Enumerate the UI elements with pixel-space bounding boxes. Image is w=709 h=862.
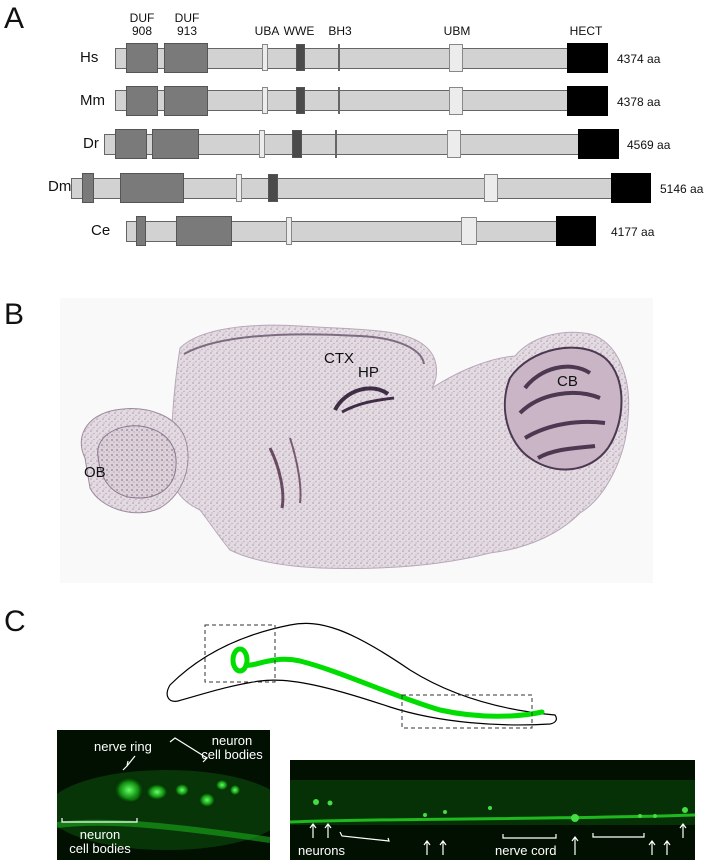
uba-domain <box>262 44 268 71</box>
protein-length: 5146 aa <box>660 182 704 196</box>
panel-letter-c: C <box>4 605 26 638</box>
label-duf908: DUF 908 <box>129 11 155 38</box>
protein-length: 4569 aa <box>627 138 671 152</box>
species-name: Hs <box>80 49 99 66</box>
cell-bodies-bracket-top <box>169 737 208 763</box>
duf908-domain <box>126 86 158 116</box>
neuron-arrow <box>663 840 671 855</box>
uba-domain <box>236 174 242 202</box>
nerve-cord-bracket <box>339 831 390 842</box>
region-label-hp: HP <box>358 364 379 381</box>
label-duf913: DUF 913 <box>174 11 200 38</box>
duf908-domain <box>115 129 147 159</box>
protein-length: 4378 aa <box>617 95 661 109</box>
head-fluorescence-image: nerve ring neuron cell bodies neuron cel… <box>57 730 270 860</box>
duf913-domain <box>176 216 232 246</box>
species-name: Mm <box>80 92 105 109</box>
wwe-domain <box>296 87 305 114</box>
duf908-domain <box>136 216 146 246</box>
hect-domain <box>611 173 651 203</box>
duf913-domain <box>164 86 208 116</box>
duf908-domain <box>126 43 158 73</box>
panel-letter-a: A <box>4 2 25 35</box>
neuron-arrow <box>679 823 687 838</box>
species-name: Dm <box>48 178 72 195</box>
nerve-ring-arrow-head <box>122 760 129 771</box>
ubm-domain <box>449 87 463 115</box>
worm-diagram <box>166 622 557 729</box>
label-neurons: neurons <box>298 843 345 858</box>
label-neuron-cell-bodies-bottom: neuron cell bodies <box>69 827 131 856</box>
neuron-arrow <box>439 840 447 855</box>
nerve-cord-bracket <box>502 834 557 839</box>
wwe-domain <box>268 174 278 202</box>
label-nerve-cord: nerve cord <box>495 843 557 858</box>
wwe-domain <box>296 44 305 71</box>
protein-length: 4177 aa <box>611 225 655 239</box>
brain-section-illustration <box>80 324 630 569</box>
cell-bodies-bracket-bottom <box>61 818 138 823</box>
worm-outline <box>166 622 557 726</box>
brain-section-image: CTX HP OB CB <box>60 298 653 583</box>
hect-domain <box>567 86 608 116</box>
label-uba: UBA <box>254 24 280 38</box>
panel-letter-b: B <box>4 298 25 331</box>
duf913-domain <box>152 129 199 159</box>
body-zoom-box <box>401 694 533 729</box>
label-wwe: WWE <box>283 24 315 38</box>
label-nerve-ring: nerve ring <box>94 739 152 754</box>
hect-domain <box>578 129 619 159</box>
protein-length: 4374 aa <box>617 52 661 66</box>
uba-domain <box>262 87 268 114</box>
body-annotation-marks <box>309 823 687 855</box>
bh3-domain <box>338 44 340 71</box>
nerve-ring-arrow <box>126 755 136 767</box>
neuron-arrow <box>324 823 332 838</box>
nerve-cord-bracket <box>592 833 645 838</box>
label-bh3: BH3 <box>328 24 352 38</box>
nerve-cord-mark <box>243 656 545 719</box>
species-name: Ce <box>91 222 111 239</box>
hect-domain <box>556 216 596 246</box>
duf913-domain <box>164 43 208 73</box>
region-label-cb: CB <box>557 373 578 390</box>
bh3-domain <box>335 130 337 158</box>
head-annotation-marks <box>61 737 208 823</box>
region-label-ctx: CTX <box>324 350 354 367</box>
body-fluorescence-image: neurons nerve cord <box>290 760 695 860</box>
nerve-ring-mark <box>230 646 250 674</box>
neuron-arrow <box>571 836 579 855</box>
wwe-domain <box>292 130 302 158</box>
duf913-domain <box>120 173 184 203</box>
neuron-arrow <box>309 823 317 838</box>
ubm-domain <box>449 44 463 72</box>
ubm-domain <box>447 130 461 158</box>
uba-domain <box>286 217 292 245</box>
duf908-domain <box>82 173 94 203</box>
region-label-ob: OB <box>84 464 106 481</box>
ubm-domain <box>484 174 498 202</box>
head-fluorescence-illustration <box>57 770 270 850</box>
neuron-arrow <box>648 840 656 855</box>
body-fluorescence-illustration <box>290 780 695 825</box>
ubm-domain <box>461 217 477 245</box>
neuron-arrow <box>423 840 431 855</box>
label-hect: HECT <box>569 24 603 38</box>
hect-domain <box>567 43 608 73</box>
head-zoom-box <box>204 624 276 683</box>
bh3-domain <box>338 87 340 114</box>
uba-domain <box>259 130 265 158</box>
label-ubm: UBM <box>443 24 471 38</box>
species-name: Dr <box>83 135 99 152</box>
